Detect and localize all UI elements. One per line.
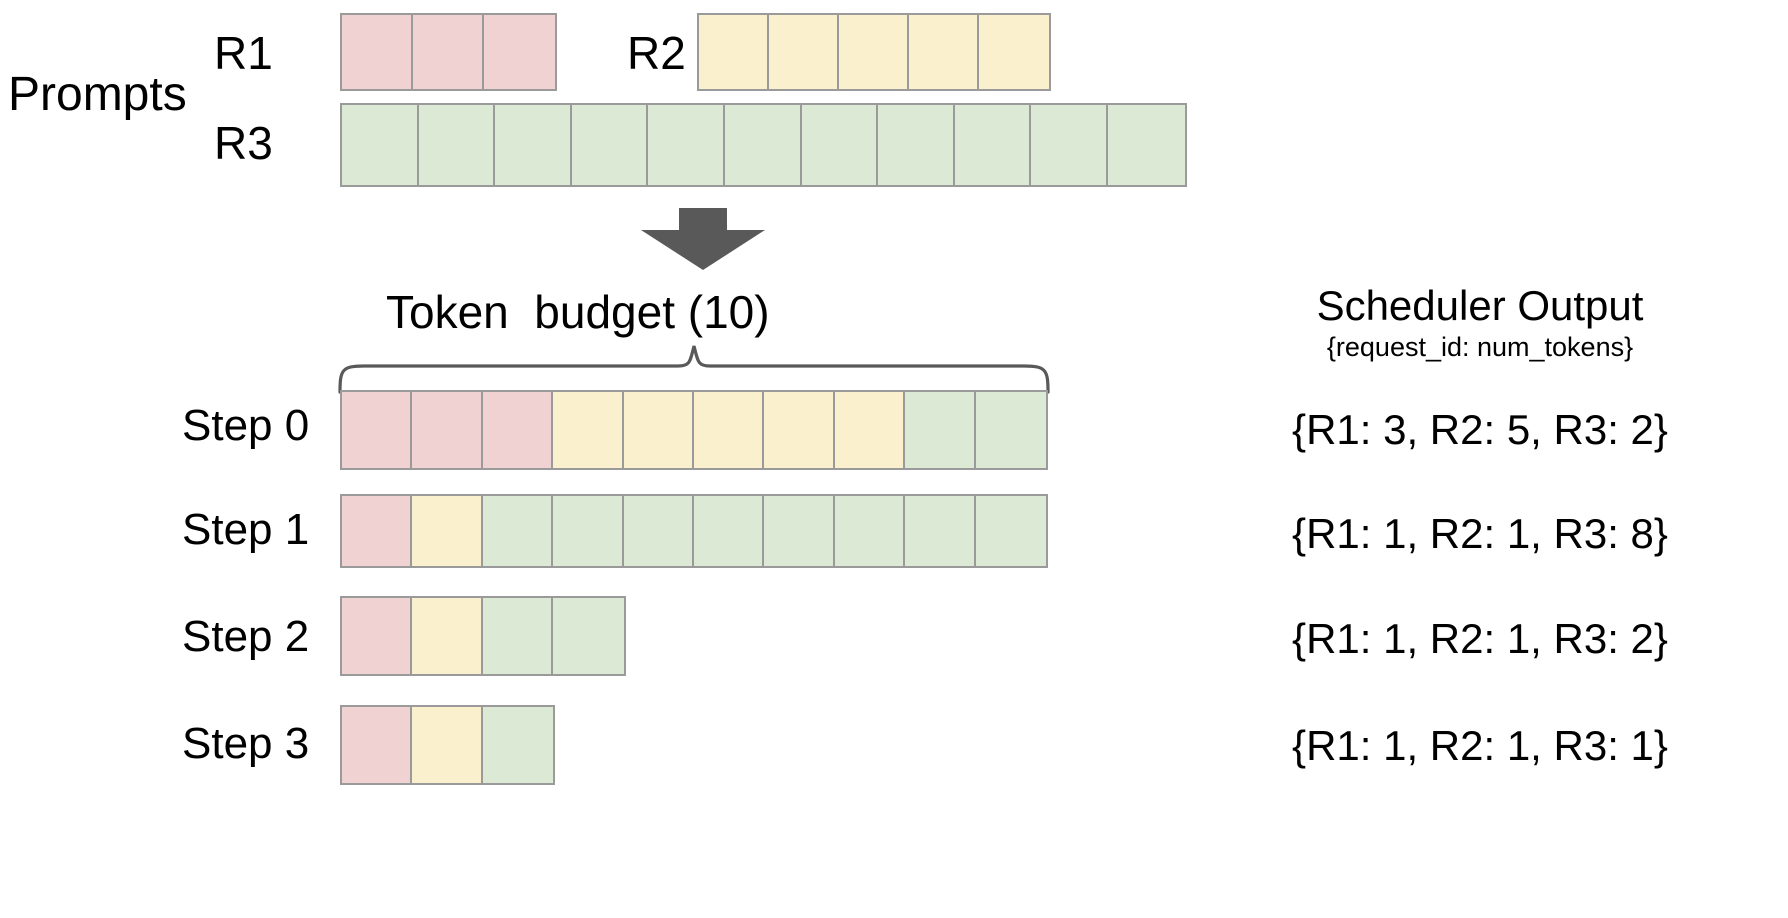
- token-cell: [693, 392, 765, 468]
- token-cell: [482, 598, 554, 674]
- token-cell: [412, 598, 483, 674]
- token-cell: [482, 496, 554, 566]
- curly-brace-icon: [338, 344, 1050, 394]
- token-cell: [623, 392, 694, 468]
- token-cell: [764, 392, 835, 468]
- token-cell: [553, 496, 624, 566]
- token-cell: [905, 496, 976, 566]
- token-cell: [834, 392, 906, 468]
- scheduler-output-step-1: {R1: 1, R2: 1, R3: 8}: [1292, 510, 1668, 557]
- step-label-0: Step 0: [182, 401, 310, 450]
- token-cell: [342, 496, 413, 566]
- step-label-1: Step 1: [182, 505, 310, 554]
- step-row-0: [340, 390, 1048, 470]
- token-cell: [693, 496, 765, 566]
- token-cell: [418, 105, 496, 185]
- scheduler-output-title: Scheduler Output: [1316, 282, 1644, 329]
- token-cell: [412, 496, 483, 566]
- scheduler-output-step-0: {R1: 3, R2: 5, R3: 2}: [1292, 406, 1668, 453]
- step-label-3: Step 3: [182, 719, 310, 768]
- token-cell: [482, 707, 554, 783]
- token-cell: [553, 392, 624, 468]
- token-cell: [495, 105, 572, 185]
- token-cell: [342, 707, 413, 783]
- down-arrow-icon: [633, 208, 773, 272]
- token-cell: [1107, 105, 1185, 185]
- token-cell: [909, 15, 979, 89]
- scheduler-output-step-3: {R1: 1, R2: 1, R3: 1}: [1292, 722, 1668, 769]
- token-cell: [975, 496, 1046, 566]
- step-label-2: Step 2: [182, 612, 310, 661]
- prompt-label-r3: R3: [214, 117, 273, 169]
- token-cell: [954, 105, 1032, 185]
- token-cell: [342, 105, 419, 185]
- token-cell: [724, 105, 802, 185]
- token-cell: [699, 15, 769, 89]
- token-cell: [342, 598, 413, 674]
- step-row-2: [340, 596, 626, 676]
- prompt-row-r2: [697, 13, 1051, 91]
- token-cell: [413, 15, 484, 89]
- token-budget-label: Token budget (10): [386, 286, 770, 338]
- scheduler-output-step-2: {R1: 1, R2: 1, R3: 2}: [1292, 615, 1668, 662]
- prompt-label-r1: R1: [214, 27, 273, 79]
- prompt-row-r3: [340, 103, 1187, 187]
- token-cell: [571, 105, 649, 185]
- scheduler-output-subtitle: {request_id: num_tokens}: [1326, 332, 1634, 362]
- token-cell: [975, 392, 1046, 468]
- token-cell: [834, 496, 906, 566]
- token-cell: [764, 496, 835, 566]
- token-cell: [905, 392, 976, 468]
- token-cell: [979, 15, 1049, 89]
- token-cell: [878, 105, 955, 185]
- token-cell: [648, 105, 725, 185]
- prompts-section-label: Prompts: [8, 68, 187, 121]
- prompt-row-r1: [340, 13, 557, 91]
- token-cell: [484, 15, 555, 89]
- token-cell: [412, 392, 483, 468]
- token-cell: [769, 15, 839, 89]
- step-row-1: [340, 494, 1048, 568]
- token-cell: [839, 15, 909, 89]
- token-cell: [553, 598, 624, 674]
- token-cell: [801, 105, 879, 185]
- token-cell: [342, 15, 413, 89]
- token-cell: [623, 496, 694, 566]
- token-cell: [1031, 105, 1108, 185]
- token-cell: [482, 392, 554, 468]
- prompt-label-r2: R2: [627, 27, 686, 79]
- step-row-3: [340, 705, 556, 785]
- token-cell: [342, 392, 413, 468]
- token-cell: [412, 707, 483, 783]
